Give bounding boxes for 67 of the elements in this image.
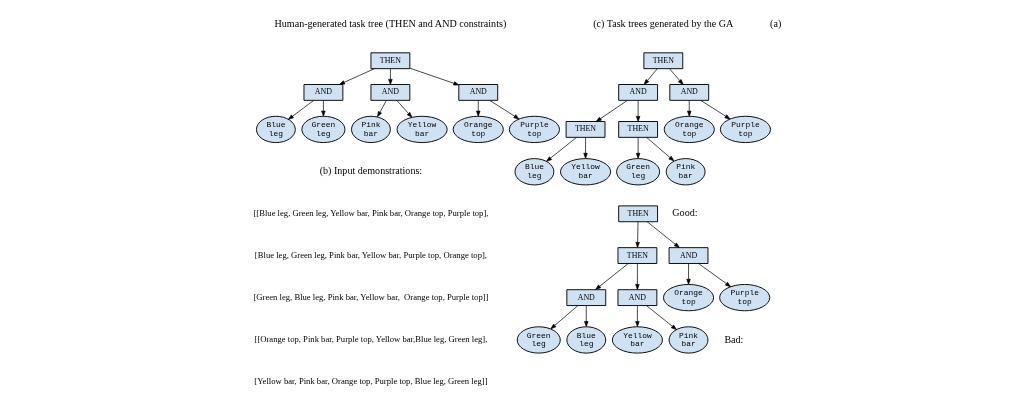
arrow <box>646 137 675 162</box>
arrow <box>636 100 641 122</box>
arrow <box>643 68 658 85</box>
arrow <box>687 100 692 117</box>
arrow <box>476 100 481 117</box>
node-ellipse: Pink bar <box>351 115 391 144</box>
arrow <box>635 263 640 290</box>
arrow <box>288 100 314 120</box>
label: [Green leg, Blue leg, Pink bar, Yellow bar, Orange top, Purple top]] <box>253 291 489 302</box>
label: Good: <box>672 207 698 219</box>
arrow <box>321 100 326 117</box>
label: (a) <box>770 17 782 29</box>
arrow <box>646 221 680 248</box>
arrow <box>635 221 640 248</box>
node-box: AND <box>669 84 710 101</box>
node-box: AND <box>303 84 344 101</box>
label: [[Blue leg, Green leg, Yellow bar, Pink bar, Orange top, Purple top], <box>253 208 489 219</box>
node-box: THEN <box>618 121 659 138</box>
arrow <box>686 263 691 285</box>
label: (c) Task trees generated by the GA <box>593 17 734 29</box>
node-ellipse: Blue leg <box>566 326 607 354</box>
label: [Blue leg, Green leg, Pink bar, Yellow bar, Purple top, Orange top], <box>254 249 488 260</box>
node-box: AND <box>458 84 499 101</box>
arrow <box>698 263 731 287</box>
arrow <box>584 305 589 327</box>
node-ellipse: Orange top <box>452 115 504 144</box>
node-box: THEN <box>617 247 658 264</box>
arrow <box>396 100 413 118</box>
label: Human-generated task tree (THEN and AND constraints) <box>274 17 507 29</box>
node-ellipse: Green leg <box>516 326 561 354</box>
node-box: AND <box>566 289 607 306</box>
arrow <box>669 68 684 85</box>
arrow <box>583 137 588 159</box>
node-box: THEN <box>618 205 659 223</box>
arrow <box>595 100 628 122</box>
arrow <box>388 68 393 85</box>
label: (b) Input demonstrations: <box>319 165 423 177</box>
label: [[Orange top, Pink bar, Purple top, Yellow bar,Blue leg, Green leg], <box>254 334 488 345</box>
node-box: AND <box>668 247 709 264</box>
node-box: AND <box>370 84 411 101</box>
node-box: THEN <box>565 121 606 138</box>
arrow <box>635 305 640 327</box>
label: [Yellow bar, Pink bar, Orange top, Purple top, Blue leg, Green leg]] <box>254 376 488 387</box>
node-ellipse: Purple top <box>719 284 771 312</box>
arrow <box>646 305 677 330</box>
arrow <box>377 100 387 118</box>
arrow <box>595 263 629 290</box>
arrow <box>550 305 579 330</box>
node-ellipse: Yellow bar <box>396 115 448 144</box>
node-ellipse: Yellow bar <box>560 158 612 186</box>
node-box: THEN <box>370 52 411 70</box>
label: Bad: <box>724 333 744 345</box>
node-ellipse: Orange top <box>663 115 715 144</box>
arrow <box>636 137 641 159</box>
node-box: AND <box>618 84 659 101</box>
arrow <box>546 137 577 162</box>
node-ellipse: Yellow bar <box>611 326 663 354</box>
node-box: AND <box>617 289 658 306</box>
arrow <box>700 100 731 120</box>
node-box: THEN <box>643 52 684 70</box>
node-ellipse: Pink bar <box>665 158 706 186</box>
arrow <box>489 100 520 120</box>
node-ellipse: Green leg <box>616 158 661 186</box>
node-ellipse: Green leg <box>301 115 346 144</box>
arrow <box>339 68 375 85</box>
arrow <box>409 67 460 86</box>
node-ellipse: Orange top <box>663 284 715 312</box>
